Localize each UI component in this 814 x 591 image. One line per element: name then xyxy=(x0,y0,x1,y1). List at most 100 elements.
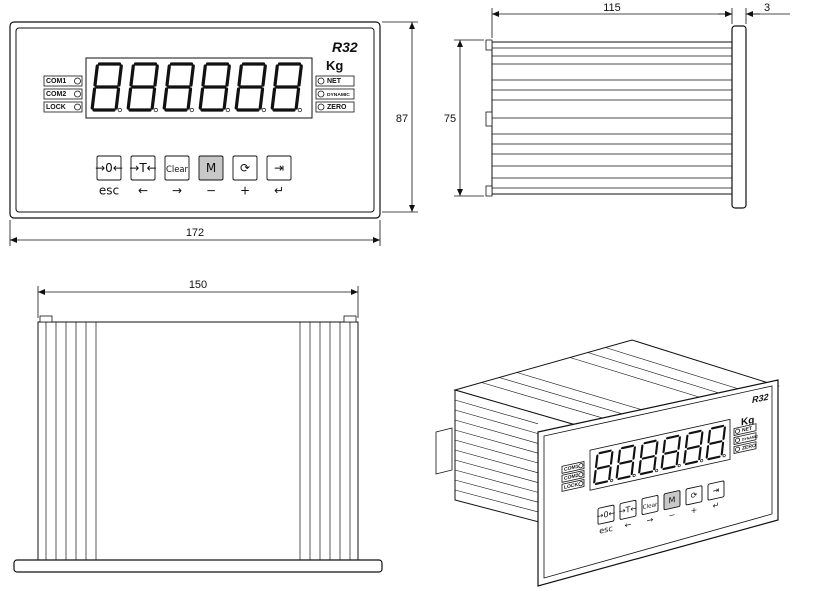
key-cap[interactable] xyxy=(130,155,156,181)
key-label: ⇥ xyxy=(713,484,720,495)
key-label: ⇥ xyxy=(274,161,284,175)
key-label: →0← xyxy=(95,161,123,175)
iso-key-4[interactable]: M− xyxy=(663,490,681,521)
key-cap[interactable] xyxy=(641,495,659,515)
dim-150-label: 150 xyxy=(189,279,207,291)
key-cap[interactable] xyxy=(707,480,725,501)
segment xyxy=(261,64,267,87)
keypad: →0←esc→T←←Clear→M−⟳+⇥↵ xyxy=(95,155,292,197)
side-clip-bottom xyxy=(485,185,493,197)
key-label: ⟳ xyxy=(691,489,698,500)
key-cap[interactable] xyxy=(198,155,224,181)
front-key-1[interactable]: →0← esc xyxy=(95,155,123,197)
front-digit-5 xyxy=(234,62,267,113)
key-function-label: ↵ xyxy=(713,499,720,510)
iso-key-6[interactable]: ⇥↵ xyxy=(707,480,725,512)
key-cap[interactable] xyxy=(96,155,122,181)
front-key-4[interactable]: M− xyxy=(198,155,224,197)
front-key-2[interactable]: →T←← xyxy=(129,155,157,197)
led-icon xyxy=(317,103,325,111)
indicator-frame xyxy=(315,75,355,87)
indicator-label: COM1 xyxy=(564,464,579,473)
key-cap[interactable] xyxy=(685,485,703,506)
dim-front-width: 172 xyxy=(9,220,381,246)
led-icon xyxy=(74,77,81,85)
fin-line xyxy=(454,479,539,503)
iso-digit-5 xyxy=(683,429,704,466)
front-key-5[interactable]: ⟳+ xyxy=(232,155,258,197)
front-digit-1 xyxy=(90,62,123,113)
key-function-label: esc xyxy=(599,523,612,536)
led-icon xyxy=(735,446,741,452)
indicator-frame xyxy=(733,441,757,455)
key-cap[interactable] xyxy=(619,499,637,520)
key-cap[interactable] xyxy=(663,490,681,511)
segment xyxy=(641,455,655,460)
key-function-label: ↵ xyxy=(274,183,284,197)
key-cap[interactable] xyxy=(232,155,258,181)
segment xyxy=(684,460,699,466)
segment xyxy=(117,64,123,87)
iso-key-1[interactable]: →0← esc xyxy=(597,504,616,537)
front-key-6[interactable]: ⇥↵ xyxy=(266,155,292,197)
iso-key-5[interactable]: ⟳+ xyxy=(685,485,703,517)
segment xyxy=(222,87,229,110)
segment xyxy=(201,64,207,87)
segment xyxy=(686,445,700,450)
bottom-bezel xyxy=(13,559,383,573)
dim-87-label: 87 xyxy=(396,113,408,125)
iso-key-2[interactable]: →T←← xyxy=(619,499,637,532)
key-function-label: → xyxy=(647,514,654,525)
fin-line xyxy=(454,399,539,425)
fin-line xyxy=(454,409,539,434)
led-icon xyxy=(317,90,325,98)
front-key-3[interactable]: Clear→ xyxy=(164,155,190,197)
segment xyxy=(632,446,636,460)
key-cap[interactable] xyxy=(164,155,190,181)
segment xyxy=(237,64,243,87)
segment xyxy=(90,87,97,110)
fin-line xyxy=(454,469,539,493)
iso-model-label: R32 xyxy=(752,392,769,405)
led-icon xyxy=(317,77,325,85)
indicator-frame xyxy=(733,432,757,446)
front-digit-2 xyxy=(126,62,159,113)
iso-indicator-com1: COM1 xyxy=(561,461,585,474)
segment xyxy=(722,426,726,440)
key-label: →T← xyxy=(619,502,637,516)
dim-172-label: 172 xyxy=(186,227,204,239)
decimal-point xyxy=(189,107,194,113)
key-label: →0← xyxy=(597,507,616,521)
front-bezel-inner xyxy=(15,27,375,213)
segment xyxy=(609,451,614,465)
indicator-frame xyxy=(43,75,83,87)
dim-3-label: 3 xyxy=(764,2,770,14)
segment xyxy=(258,87,265,110)
front-indicator-zero: ZERO xyxy=(315,101,355,113)
segment xyxy=(653,456,657,471)
indicator-label: NET xyxy=(327,78,342,85)
front-indicator-net: NET xyxy=(315,75,355,87)
led-icon xyxy=(74,103,81,111)
decimal-point xyxy=(153,107,158,113)
iso-key-3[interactable]: Clear→ xyxy=(641,495,659,526)
key-function-label: + xyxy=(691,504,698,515)
iso-clip xyxy=(435,427,453,475)
segment xyxy=(225,64,231,87)
key-label: M xyxy=(206,161,216,175)
front-digit-4 xyxy=(198,62,231,113)
segment xyxy=(162,87,169,110)
model-label: R32 xyxy=(332,39,358,55)
iso-indicator-lock: LOCK xyxy=(561,479,585,492)
key-function-label: esc xyxy=(99,183,119,197)
iso-digit-3 xyxy=(638,439,659,476)
decimal-point xyxy=(655,468,659,473)
key-cap[interactable] xyxy=(597,504,615,525)
segment xyxy=(270,87,277,110)
key-cap[interactable] xyxy=(266,155,292,181)
segment xyxy=(594,454,599,468)
side-clip-top xyxy=(485,39,493,51)
decimal-point xyxy=(722,454,726,458)
fin-line xyxy=(605,347,752,394)
segment xyxy=(615,464,620,479)
